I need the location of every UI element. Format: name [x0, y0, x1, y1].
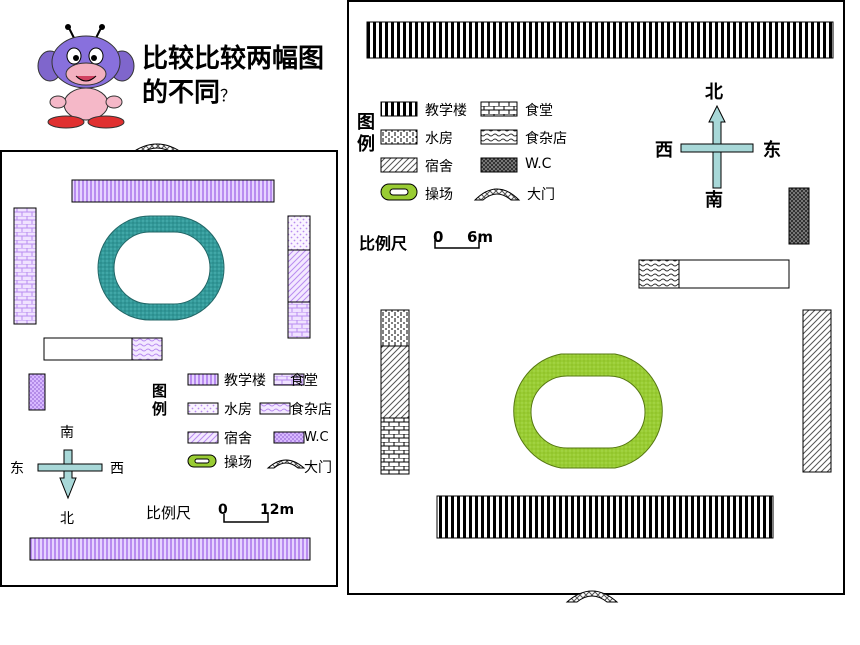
- left-legend-title: 图例: [152, 382, 168, 418]
- left-legend-water: 水房: [224, 402, 252, 418]
- left-dorm-right: [287, 249, 311, 303]
- right-classroom-bottom: [436, 495, 774, 539]
- left-legend-classroom: 教学楼: [224, 373, 266, 389]
- right-dorm-right: [802, 309, 832, 473]
- left-legend-gate: 大门: [304, 460, 332, 476]
- right-dorm-left: [380, 345, 410, 419]
- right-store: [638, 259, 680, 289]
- left-legend-canteen: 食堂: [290, 373, 318, 389]
- right-scale-zero: 0: [433, 228, 444, 246]
- title-question-mark: ？: [220, 86, 237, 105]
- right-gate-bottom: [565, 590, 619, 603]
- right-legend-title: 图例: [357, 112, 375, 155]
- right-scale-value: 6m: [467, 228, 494, 246]
- mascot-image: [37, 24, 135, 129]
- left-legend-field: 操场: [224, 455, 252, 471]
- left-compass-top: 南: [60, 425, 74, 441]
- title-line-2: 的不同: [142, 78, 221, 108]
- left-canteen-right: [287, 301, 311, 339]
- right-scale-label: 比例尺: [359, 234, 408, 253]
- right-classroom-top: [366, 21, 834, 59]
- right-canteen-left: [380, 417, 410, 475]
- left-classroom-top: [71, 179, 275, 203]
- right-compass-bottom: 南: [705, 190, 723, 211]
- right-compass-left: 西: [655, 140, 673, 161]
- left-scale-label: 比例尺: [146, 504, 192, 522]
- left-map-drawing: [13, 179, 311, 561]
- right-legend-gate: 大门: [527, 187, 555, 203]
- right-compass-top: 北: [705, 82, 723, 103]
- right-compass-right: 东: [763, 140, 781, 161]
- right-legend-water: 水房: [425, 131, 453, 147]
- right-water-left: [380, 309, 410, 347]
- page-title: 比较比较两幅图 的不同？: [142, 42, 324, 113]
- left-wc: [28, 373, 46, 411]
- left-legend-wc: W.C: [304, 430, 329, 445]
- right-map-drawing: [366, 21, 834, 539]
- title-line-1: 比较比较两幅图: [142, 44, 325, 74]
- right-scale-bar: [434, 240, 480, 249]
- right-building-empty: [678, 259, 790, 289]
- left-legend-store: 食杂店: [290, 402, 332, 418]
- right-legend-classroom: 教学楼: [425, 103, 467, 119]
- right-field: [513, 353, 663, 469]
- right-map: 图例 教学楼 食堂 水房 食杂店 宿舍 W.C 操场 大门 北 南 西 东 比例…: [347, 0, 845, 595]
- left-field: [97, 215, 225, 321]
- right-legend-field: 操场: [425, 187, 453, 203]
- left-compass-bottom: 北: [60, 511, 74, 527]
- left-compass-arrow: [59, 449, 77, 500]
- left-canteen-left: [13, 207, 37, 325]
- left-classroom-bottom: [29, 537, 311, 561]
- right-wc: [788, 187, 810, 245]
- left-scale-zero: 0: [218, 502, 228, 518]
- left-legend-dorm: 宿舍: [224, 431, 252, 447]
- right-legend-dorm: 宿舍: [425, 159, 453, 175]
- left-building-empty: [43, 337, 133, 361]
- left-compass-left: 东: [10, 461, 24, 477]
- right-legend-canteen: 食堂: [525, 103, 553, 119]
- left-compass-right: 西: [110, 461, 124, 477]
- left-scale-value: 12m: [260, 502, 295, 518]
- left-scale-bar: [223, 514, 269, 523]
- left-map: 图例 教学楼 食堂 水房 食杂店 宿舍 W.C 操场 大门 南 北 东 西 比例…: [0, 150, 338, 587]
- right-legend-wc: W.C: [525, 156, 552, 172]
- right-legend-store: 食杂店: [525, 131, 567, 147]
- left-water-right: [287, 215, 311, 251]
- left-store: [131, 337, 163, 361]
